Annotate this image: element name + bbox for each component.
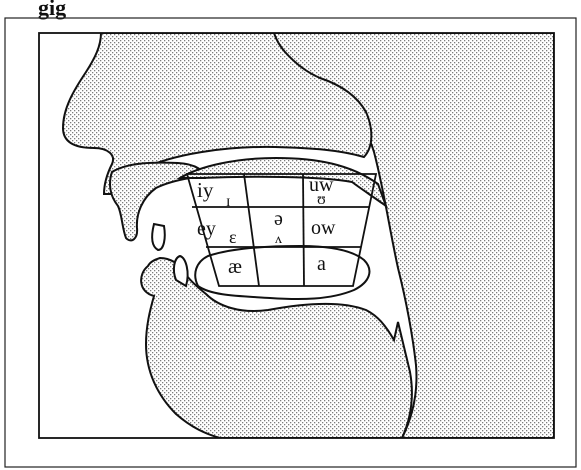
vowel-a: a: [317, 253, 326, 275]
vowel-ey: ey: [197, 218, 216, 240]
vowel-ash: æ: [228, 254, 242, 278]
vowel-epsilon: ɛ: [229, 227, 237, 247]
vowel-schwa: ə: [274, 208, 283, 230]
vowel-ow: ow: [311, 217, 336, 239]
vowel-wedge: ʌ: [275, 232, 282, 247]
vowel-lax-i: ɪ: [226, 193, 230, 210]
vowel-lax-u: ʊ: [317, 191, 326, 208]
tongue: [195, 246, 369, 299]
partial-heading: gig: [38, 0, 66, 20]
upper-tooth: [152, 224, 165, 250]
vowel-iy: iy: [197, 178, 214, 202]
